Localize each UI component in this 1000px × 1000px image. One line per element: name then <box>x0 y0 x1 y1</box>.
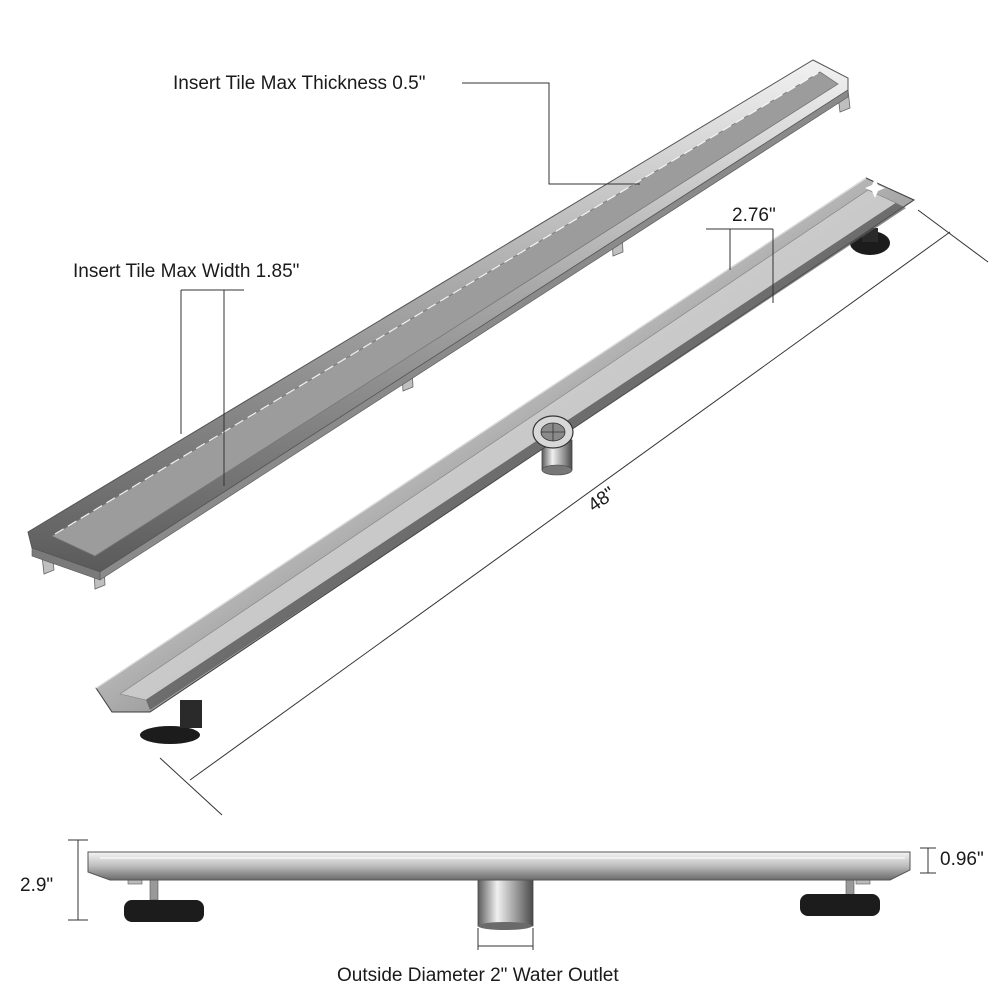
length-extension-line <box>159 757 223 816</box>
length-extension-line <box>917 209 989 263</box>
channel-depth-label: 0.96" <box>940 849 984 870</box>
length-dimension-line <box>189 231 951 781</box>
outlet-pipe-end <box>541 464 573 476</box>
tile-thickness-label: Insert Tile Max Thickness 0.5" <box>173 73 426 94</box>
leveling-foot <box>140 726 200 744</box>
tile-width-label: Insert Tile Max Width 1.85" <box>73 261 300 282</box>
side-foot-post <box>149 877 159 901</box>
drain-channel <box>95 177 916 744</box>
tray-rim <box>99 89 849 581</box>
leveling-foot <box>180 700 202 728</box>
thickness-leader <box>462 82 640 185</box>
dimension-lines <box>68 82 989 950</box>
channel-trough-shadow <box>146 203 906 710</box>
side-channel-body <box>87 851 911 881</box>
outlet-label: Outside Diameter 2" Water Outlet <box>337 965 619 986</box>
side-foot-pad <box>800 894 880 916</box>
side-foot-pad <box>124 900 204 922</box>
tray-highlight <box>54 72 819 535</box>
channel-width-label: 2.76" <box>732 205 776 226</box>
total-height-label: 2.9" <box>20 875 54 896</box>
side-outlet-pipe <box>477 877 534 927</box>
glint <box>865 178 885 198</box>
tile-insert-tray <box>27 59 851 590</box>
side-outlet-pipe-end <box>478 922 532 930</box>
side-view <box>87 851 911 930</box>
channel-rim <box>95 177 867 689</box>
